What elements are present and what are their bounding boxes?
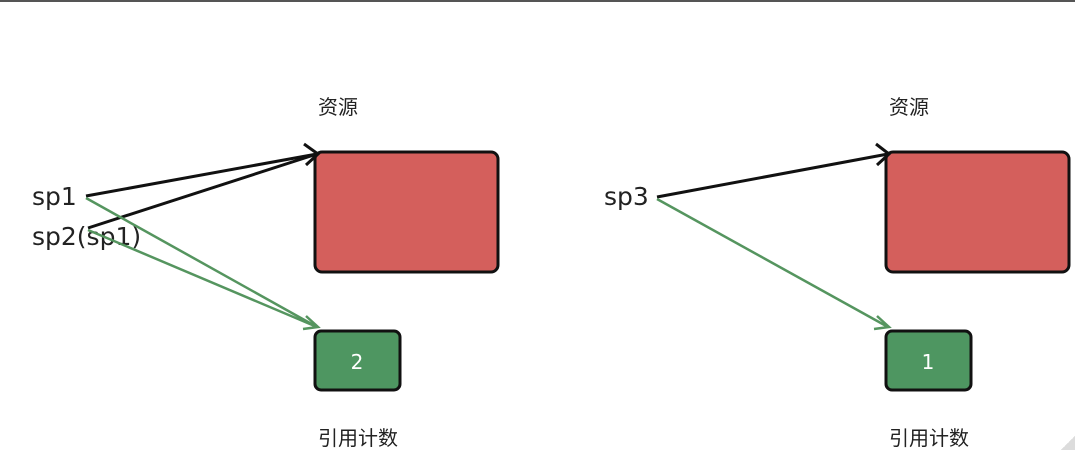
- refcount-label: 引用计数: [318, 426, 398, 450]
- pointer-label-sp1: sp1: [32, 182, 77, 211]
- refcount-arrowhead: [302, 315, 321, 331]
- sp1-to-resource-arrow: [85, 152, 318, 198]
- panel-right: 资源 1 引用计数 sp3: [604, 95, 1071, 450]
- refcount-label: 引用计数: [889, 426, 969, 450]
- top-rule: [0, 0, 1075, 2]
- panel-left: 资源 2 引用计数 sp1 sp2(sp1): [32, 95, 500, 450]
- resource-arrowhead: [875, 142, 892, 167]
- refcount-box: [884, 329, 973, 392]
- resource-box: [313, 150, 500, 274]
- pointer-label-sp2: sp2(sp1): [32, 222, 141, 251]
- sp2-to-refcount-arrow: [87, 228, 318, 329]
- sp3-to-resource-arrow: [656, 152, 889, 199]
- sp3-to-refcount-arrow: [656, 197, 889, 329]
- sp2-to-resource-arrow: [87, 152, 318, 230]
- resource-label: 资源: [889, 95, 929, 119]
- resource-label: 资源: [318, 95, 358, 119]
- resource-arrowhead: [303, 142, 321, 167]
- refcount-box: [313, 329, 402, 392]
- refcount-value: 1: [922, 350, 935, 374]
- refcount-value: 2: [351, 350, 364, 374]
- sp1-to-refcount-arrow: [85, 196, 318, 329]
- resource-box: [884, 150, 1071, 274]
- pointer-label-sp3: sp3: [604, 182, 649, 211]
- refcount-arrowhead: [873, 315, 892, 331]
- corner-mark: [1061, 436, 1075, 450]
